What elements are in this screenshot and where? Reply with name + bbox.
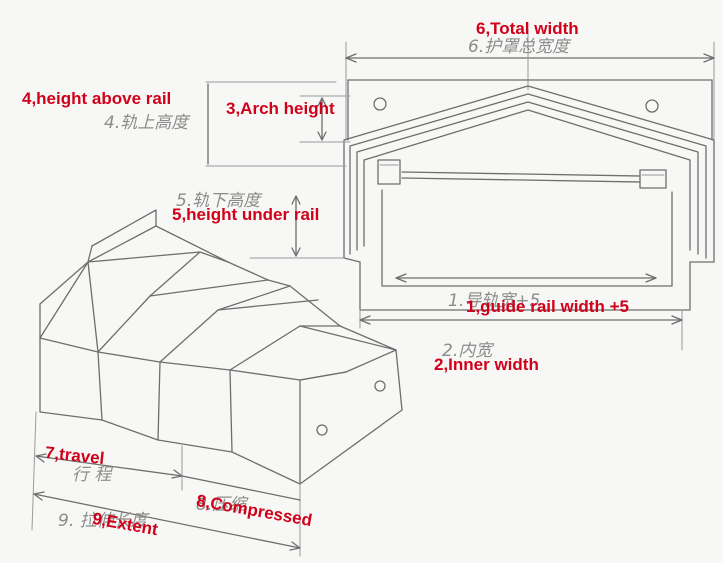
pencil-note-height-under-rail: 5.轨下高度 xyxy=(176,191,263,211)
pencil-note-guide-rail-width: 1.导轨宽+5 xyxy=(448,291,540,311)
bellows-isometric-view xyxy=(39,209,403,485)
pencil-note-travel: 行 程 xyxy=(72,465,113,485)
height-dimensions xyxy=(205,81,351,259)
pencil-note-compressed: 8.压缩 xyxy=(196,495,249,515)
pencil-handwriting: 6.护罩总宽度 4.轨上高度 5.轨下高度 1.导轨宽+5 2.内宽 行 程 8… xyxy=(58,37,572,531)
pencil-note-extent: 9. 拉伸长度 xyxy=(58,511,151,531)
label-inner-width: 2,Inner width xyxy=(434,355,539,374)
label-guide-rail-width: 1,guide rail width +5 xyxy=(466,297,629,316)
label-height-above-rail: 4,height above rail xyxy=(22,89,172,108)
label-arch-height: 3,Arch height xyxy=(226,99,335,118)
pencil-note-total-width: 6.护罩总宽度 xyxy=(468,37,572,57)
length-dimensions xyxy=(31,411,301,557)
pencil-note-height-above-rail: 4.轨上高度 xyxy=(104,113,191,133)
pencil-note-inner-width: 2.内宽 xyxy=(442,341,494,361)
cross-section-view xyxy=(343,29,715,351)
label-total-width: 6,Total width xyxy=(476,19,579,38)
label-height-under-rail: 5,height under rail xyxy=(172,205,320,224)
